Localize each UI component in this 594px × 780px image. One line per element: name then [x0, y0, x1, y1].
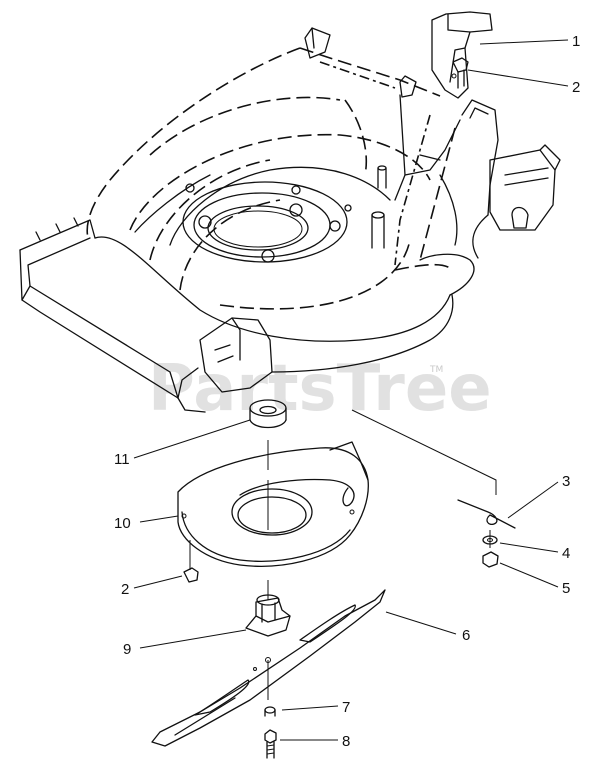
callout-5: 5: [562, 580, 570, 597]
watermark-text: PartsTree: [148, 352, 492, 426]
part-blade-bolt: [264, 729, 277, 759]
part-spring-clip: [457, 499, 516, 529]
part-screw-top: [452, 57, 469, 89]
watermark-trademark: TM: [429, 365, 443, 375]
part-screw-lower: [183, 567, 199, 583]
part-baffle-plate: [177, 441, 369, 567]
callout-2-lower: 2: [121, 581, 129, 598]
callout-1: 1: [572, 33, 580, 50]
callout-11: 11: [114, 451, 130, 468]
part-washer: [482, 535, 498, 545]
callout-7: 7: [342, 699, 350, 716]
watermark: PartsTree TM: [148, 352, 492, 426]
callout-9: 9: [123, 641, 131, 658]
part-bracket-top: [431, 11, 493, 99]
callout-8: 8: [342, 733, 350, 750]
part-nut: [482, 551, 499, 568]
part-blade: [151, 589, 386, 747]
callout-6: 6: [462, 627, 470, 644]
leader-lines: [133, 39, 569, 741]
callout-2: 2: [572, 79, 580, 96]
mower-deck-housing: [19, 27, 561, 413]
assembly-axis-lines: [189, 409, 497, 700]
part-blade-adapter: [245, 594, 291, 637]
callout-numbers: 1 2 3 4 5 6 7 8 9 10 11 2: [114, 33, 580, 750]
callout-10: 10: [114, 515, 131, 532]
part-bearing: [249, 399, 287, 429]
part-lock-washer: [264, 706, 276, 717]
callout-3: 3: [562, 473, 570, 490]
callout-4: 4: [562, 545, 570, 562]
